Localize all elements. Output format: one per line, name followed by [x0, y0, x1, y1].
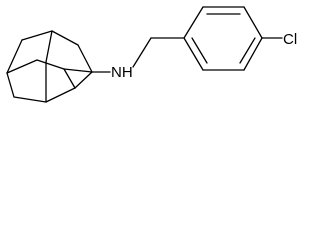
- ring-double-bond: [239, 37, 256, 64]
- cage-bond: [77, 44, 93, 73]
- cage-bond: [45, 30, 53, 63]
- cage-bond: [13, 96, 47, 103]
- adamantane-cage: [6, 30, 93, 103]
- amine-label: NH: [111, 64, 133, 81]
- cage-bond: [51, 30, 79, 46]
- cage-bond: [6, 39, 23, 74]
- ring-bond: [243, 6, 263, 39]
- ring-bond: [243, 37, 263, 71]
- cage-bond: [21, 30, 53, 41]
- chemical-structure-diagram: NH Cl: [6, 6, 297, 103]
- chlorine-label: Cl: [283, 31, 297, 48]
- cage-bond: [6, 59, 38, 74]
- ring-bond: [183, 37, 204, 71]
- cage-bond: [63, 68, 76, 89]
- benzene-ring: [183, 6, 263, 71]
- cage-bond: [63, 68, 93, 73]
- ring-double-bond: [191, 37, 208, 64]
- cage-bond: [36, 59, 65, 70]
- cage-bond: [6, 72, 15, 98]
- ring-bond: [183, 6, 204, 39]
- cage-bond: [45, 87, 76, 103]
- cage-bond: [74, 71, 93, 89]
- amine-to-methylene-bond: [132, 37, 152, 68]
